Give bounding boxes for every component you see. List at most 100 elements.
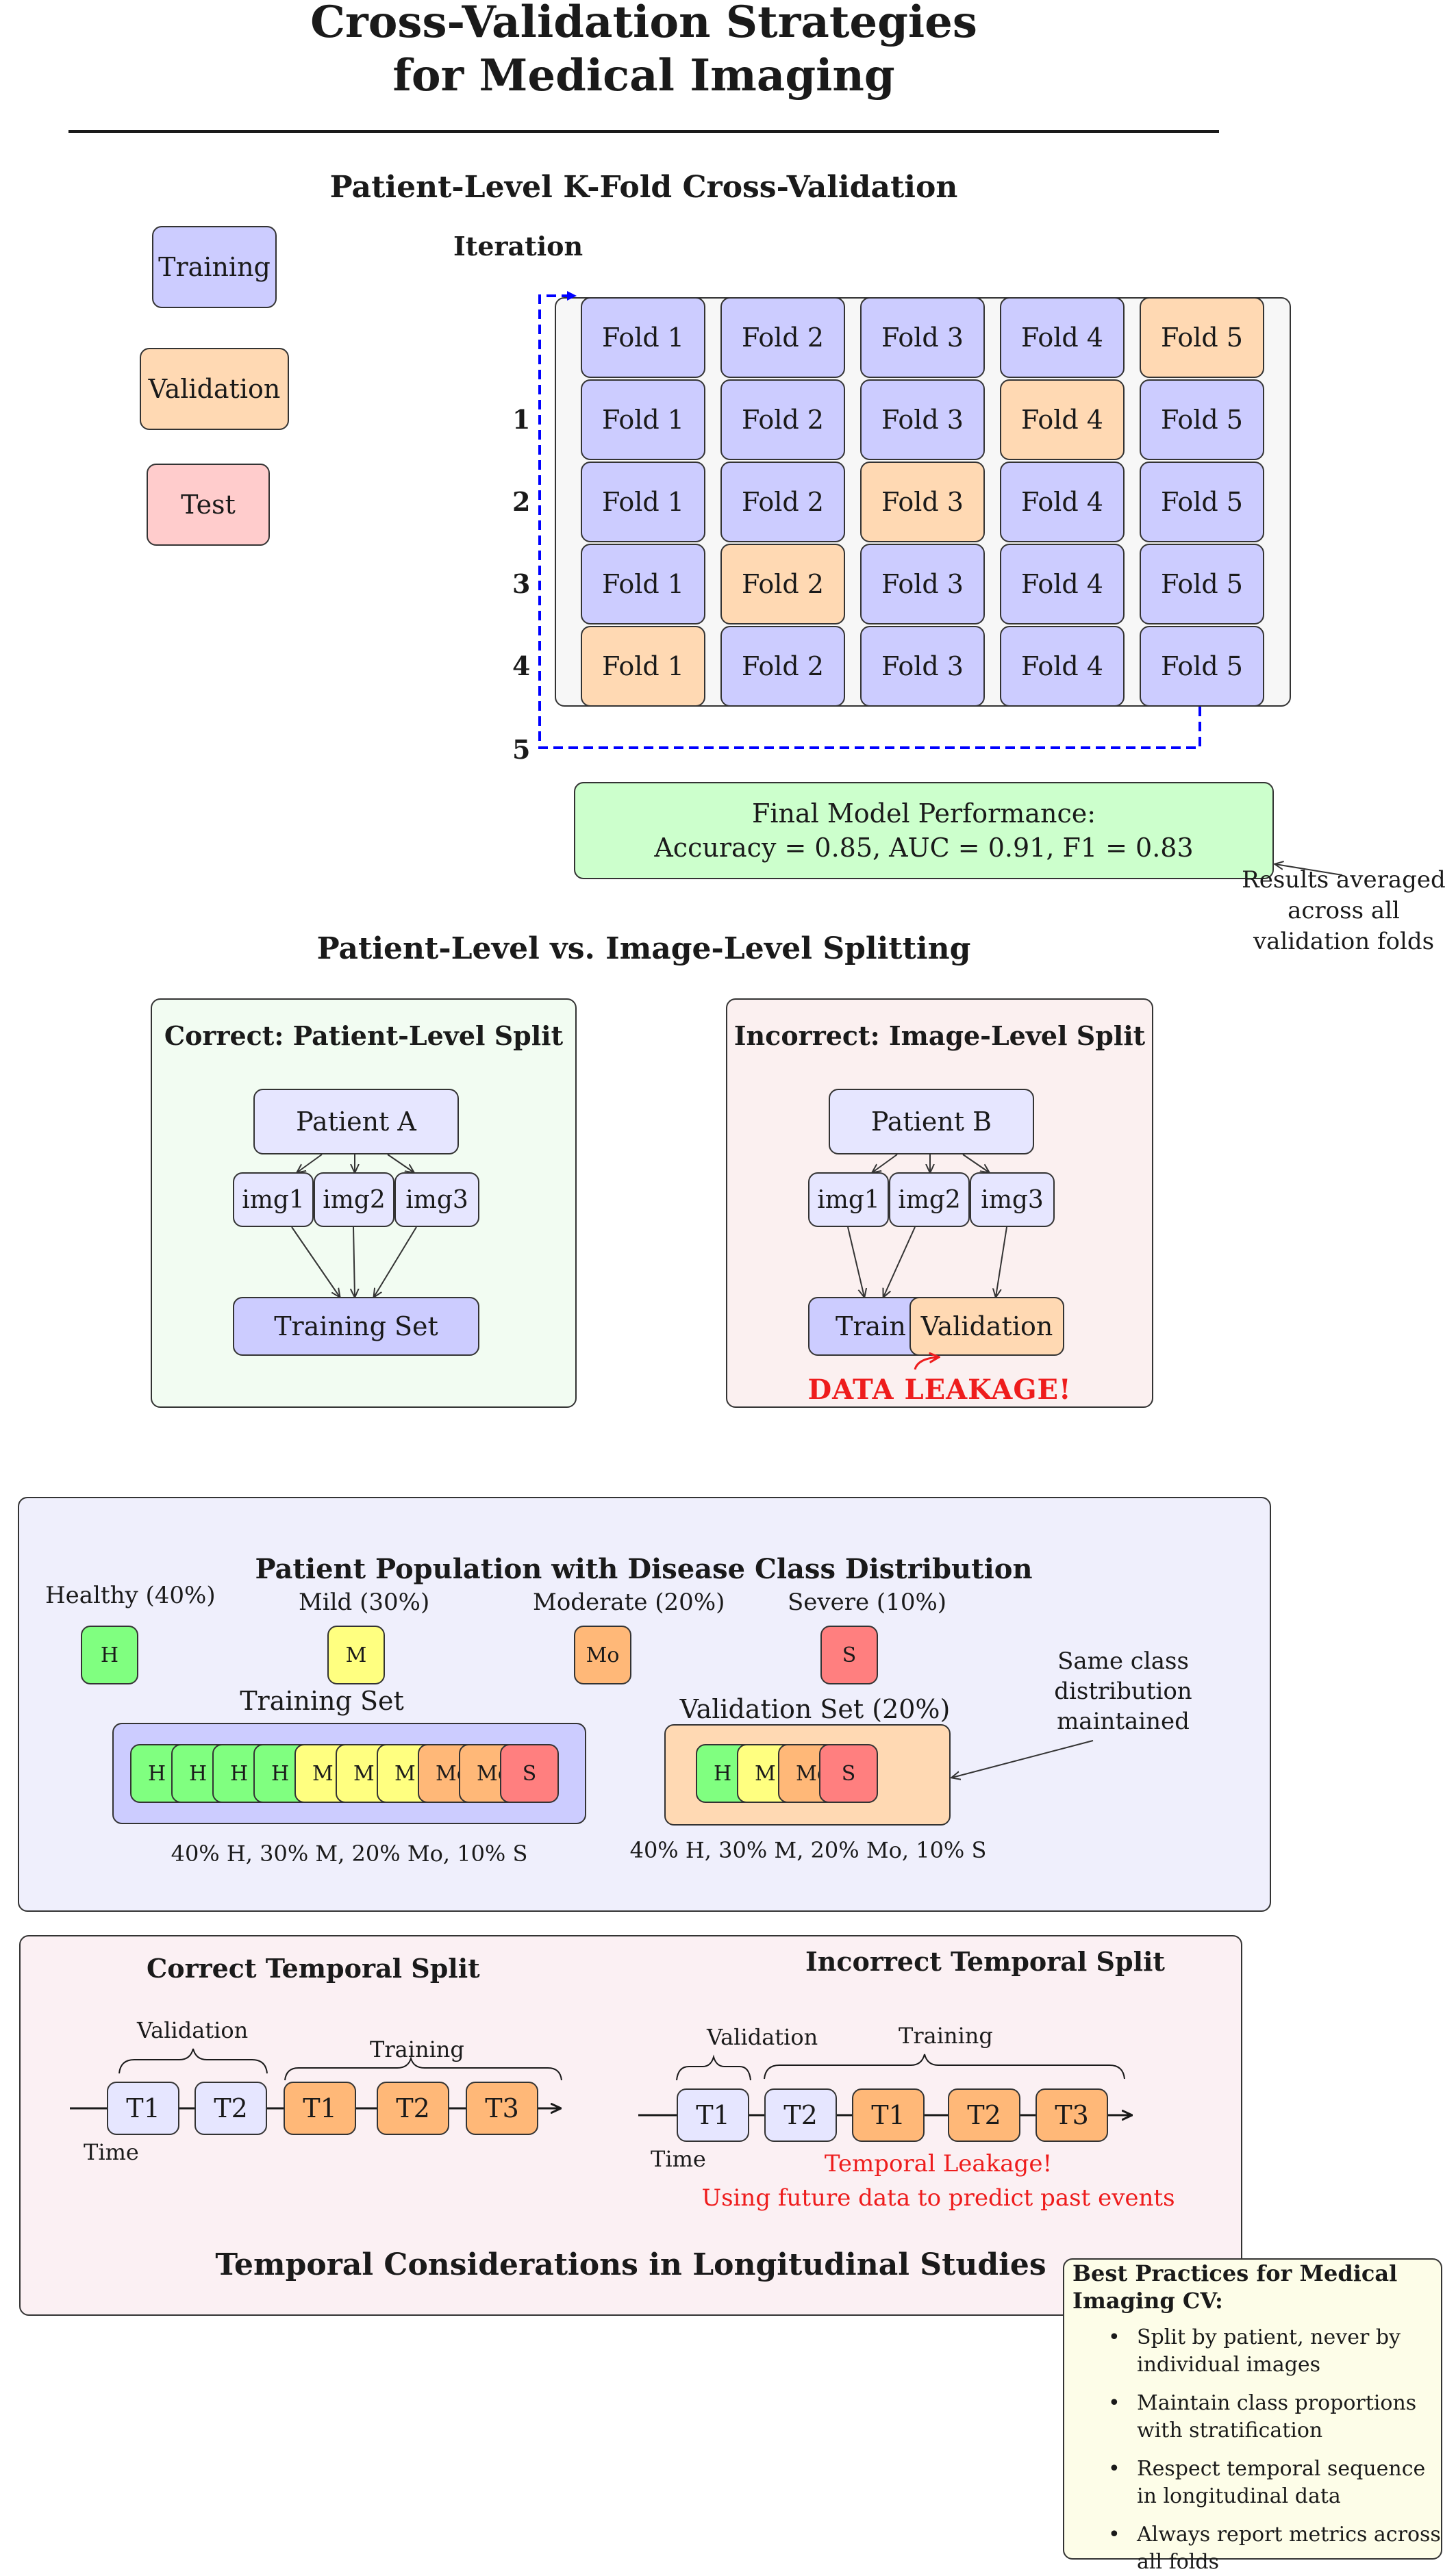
fold-cell-r1-c2: Fold 2 (720, 297, 845, 378)
fold-cell-r5-c1: Fold 1 (581, 626, 705, 707)
fold-cell-r1-c1: Fold 1 (581, 297, 705, 378)
fold-cell-r4-c1: Fold 1 (581, 544, 705, 624)
fold-cell-r3-c5: Fold 5 (1140, 462, 1264, 542)
title-divider (68, 130, 1219, 133)
correct-val-t1: T1 (107, 2082, 179, 2135)
best-practice-4-line2: all folds (1137, 2550, 1219, 2574)
best-practice-2-line1: Maintain class proportions (1137, 2391, 1417, 2415)
incorrect-split-title: Incorrect: Image-Level Split (733, 1020, 1146, 1051)
fold-cell-r4-c2: Fold 2 (720, 544, 845, 624)
best-practice-item-2: Maintain class proportions with stratifi… (1108, 2390, 1417, 2445)
incorrect-img1: img1 (808, 1172, 889, 1227)
validation-caption: 40% H, 30% M, 20% Mo, 10% S (629, 1837, 987, 1863)
patient-a-box: Patient A (253, 1089, 459, 1154)
best-practice-1-line1: Split by patient, never by (1137, 2325, 1401, 2349)
correct-train-t1: T1 (284, 2082, 356, 2135)
fold-cell-r3-c4: Fold 4 (1000, 462, 1125, 542)
legend-validation: Validation (140, 348, 289, 430)
splitting-heading: Patient-Level vs. Image-Level Splitting (316, 931, 971, 966)
fold-cell-r5-c3: Fold 3 (860, 626, 985, 707)
fold-cell-r3-c2: Fold 2 (720, 462, 845, 542)
fold-cell-r2-c3: Fold 3 (860, 379, 985, 460)
class-label-severe: Severe (10%) (788, 1589, 947, 1616)
stratified-note-line2: distribution (1054, 1678, 1192, 1705)
fold-cell-r5-c4: Fold 4 (1000, 626, 1125, 707)
training-item-10: S (500, 1744, 559, 1803)
stratified-panel (18, 1497, 1271, 1912)
incorrect-img3: img3 (970, 1172, 1055, 1227)
fold-cell-r2-c1: Fold 1 (581, 379, 705, 460)
incorrect-train-t3: T3 (1035, 2088, 1108, 2142)
temporal-leak-warning2: Using future data to predict past events (701, 2184, 1175, 2212)
best-practices-title1: Best Practices for Medical (1072, 2260, 1398, 2286)
row-number-5: 5 (512, 734, 531, 765)
incorrect-train-t1: T1 (852, 2088, 925, 2142)
fold-cell-r2-c4: Fold 4 (1000, 379, 1125, 460)
averaged-note-line2: across all (1288, 897, 1400, 924)
fold-cell-r3-c1: Fold 1 (581, 462, 705, 542)
correct-temporal-title: Correct Temporal Split (147, 1953, 480, 1984)
averaged-note-line1: Results averaged (1242, 866, 1446, 894)
data-leakage-warning: DATA LEAKAGE! (807, 1374, 1072, 1406)
correct-val-t2: T2 (194, 2082, 267, 2135)
correct-time-label: Time (84, 2139, 139, 2165)
fold-cell-r4-c3: Fold 3 (860, 544, 985, 624)
page-title-line1: Cross-Validation Strategies (310, 0, 977, 48)
stratified-note-line1: Same class (1057, 1647, 1189, 1675)
leakage-arrow (914, 1357, 938, 1370)
best-practice-3-line2: in longitudinal data (1137, 2484, 1341, 2508)
incorrect-validation-brace (676, 2054, 751, 2081)
fold-cell-r1-c5: Fold 5 (1140, 297, 1264, 378)
averaged-note-line3: validation folds (1253, 928, 1435, 955)
class-label-healthy: Healthy (40%) (45, 1582, 216, 1609)
best-practices-title2: Imaging CV: (1072, 2288, 1223, 2314)
incorrect-validation-box: Validation (909, 1297, 1064, 1356)
validation-set-label: Validation Set (20%) (679, 1694, 951, 1724)
legend-test: Test (147, 464, 270, 546)
page-title-line2: for Medical Imaging (392, 50, 895, 101)
correct-validation-label: Validation (137, 2017, 249, 2043)
class-swatch-mild: M (327, 1626, 385, 1684)
validation-item-4: S (819, 1744, 878, 1803)
fold-cell-r3-c3: Fold 3 (860, 462, 985, 542)
class-swatch-moderate: Mo (574, 1626, 631, 1684)
best-practice-item-4: Always report metrics across all folds (1108, 2521, 1441, 2576)
temporal-leak-warning1: Temporal Leakage! (824, 2150, 1053, 2177)
correct-img3: img3 (394, 1172, 479, 1227)
correct-train-t2: T2 (377, 2082, 449, 2135)
row-number-2: 2 (512, 486, 531, 517)
training-set-label: Training Set (240, 1686, 404, 1716)
performance-line1: Final Model Performance: (751, 798, 1096, 829)
incorrect-validation-label: Validation (707, 2024, 818, 2050)
incorrect-time-label: Time (651, 2146, 706, 2172)
stratified-heading: Patient Population with Disease Class Di… (255, 1553, 1033, 1585)
incorrect-temporal-title: Incorrect Temporal Split (805, 1946, 1165, 1977)
class-label-moderate: Moderate (20%) (533, 1589, 725, 1616)
final-performance-box: Final Model Performance: Accuracy = 0.85… (574, 782, 1274, 879)
fold-cell-r4-c4: Fold 4 (1000, 544, 1125, 624)
incorrect-val-t1: T1 (677, 2088, 749, 2142)
correct-img2: img2 (314, 1172, 394, 1227)
best-practice-4-line1: Always report metrics across (1137, 2523, 1441, 2547)
correct-img1: img1 (233, 1172, 314, 1227)
row-number-1: 1 (512, 404, 531, 435)
incorrect-training-brace (764, 2054, 1125, 2080)
fold-cell-r5-c5: Fold 5 (1140, 626, 1264, 707)
performance-note-arrow (1275, 864, 1343, 876)
stratified-note-line3: maintained (1057, 1708, 1190, 1735)
incorrect-train-t2b: T2 (948, 2088, 1020, 2142)
incorrect-img2: img2 (889, 1172, 970, 1227)
fold-cell-r5-c2: Fold 2 (720, 626, 845, 707)
iteration-dashed-line (538, 291, 1201, 749)
incorrect-training-label: Training (899, 2023, 993, 2049)
fold-cell-r4-c5: Fold 5 (1140, 544, 1264, 624)
row-number-4: 4 (512, 651, 531, 681)
fold-cell-r1-c4: Fold 4 (1000, 297, 1125, 378)
training-caption: 40% H, 30% M, 20% Mo, 10% S (171, 1841, 528, 1867)
class-swatch-severe: S (820, 1626, 878, 1684)
incorrect-train-t2a: T2 (764, 2088, 837, 2142)
